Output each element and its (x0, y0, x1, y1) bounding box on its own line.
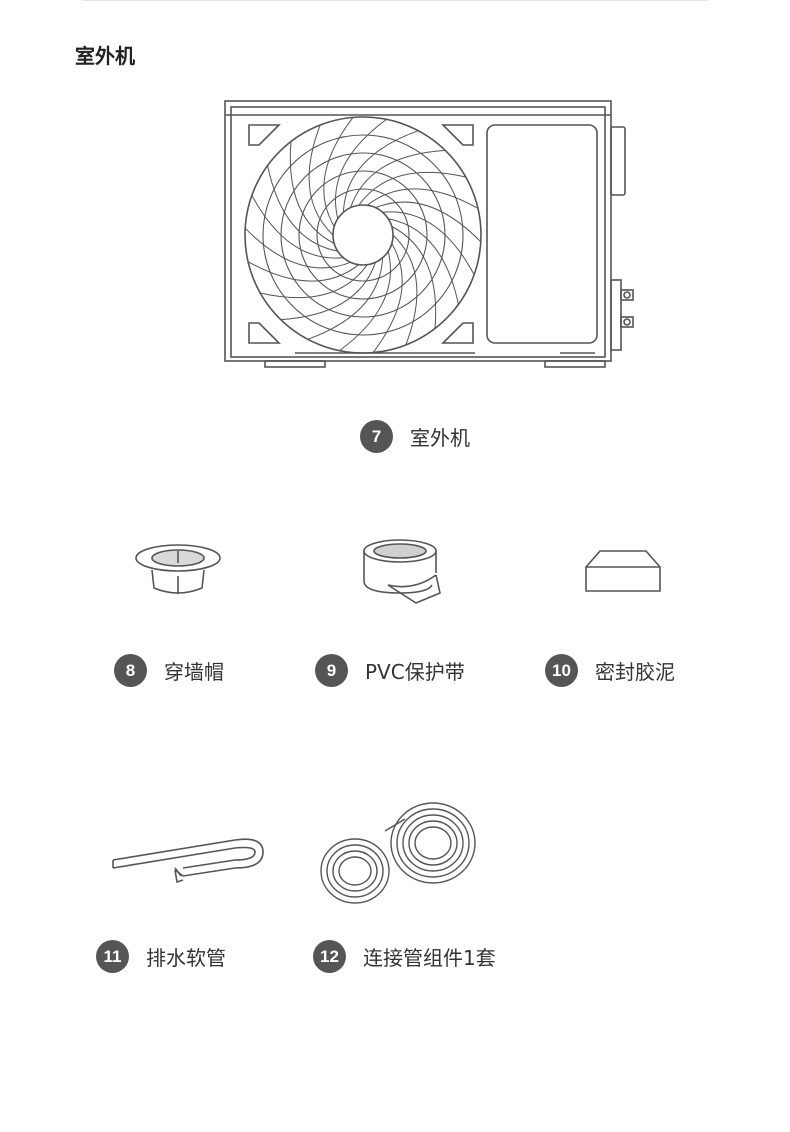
fan-spoke (388, 218, 459, 305)
number-badge: 8 (114, 654, 147, 687)
item-caption-9: 9 PVC保护带 (315, 654, 465, 687)
item-label: 室外机 (410, 426, 470, 450)
number-badge: 9 (315, 654, 348, 687)
number-badge: 11 (96, 940, 129, 973)
number-badge: 10 (545, 654, 578, 687)
connection-pipe-illustration (320, 802, 476, 904)
fan-spoke (391, 226, 437, 329)
fan-spoke (307, 257, 384, 340)
item-label: 穿墙帽 (164, 660, 224, 684)
item-caption-10: 10 密封胶泥 (545, 654, 675, 687)
fan-spoke (260, 264, 368, 299)
item-label: 连接管组件1套 (363, 946, 496, 970)
fan-spoke (247, 261, 360, 282)
fan-spoke (342, 130, 419, 213)
fan-spoke (308, 124, 334, 236)
outdoor-unit-illustration (224, 100, 634, 368)
fan-spoke (382, 211, 475, 275)
fan-spoke (280, 262, 376, 321)
item-label: 密封胶泥 (595, 660, 675, 684)
item-label: PVC保护带 (365, 660, 465, 684)
fan-spoke (350, 149, 446, 208)
item-caption-12: 12 连接管组件1套 (313, 940, 496, 973)
fan-spoke (267, 165, 338, 252)
fan-spoke (392, 234, 418, 346)
item-label: 排水软管 (146, 946, 226, 970)
item-caption-7: 7 室外机 (360, 420, 470, 453)
number-badge: 12 (313, 940, 346, 973)
section-title: 室外机 (75, 44, 135, 68)
sealing-putty-illustration (585, 550, 661, 592)
pvc-tape-illustration (363, 539, 441, 604)
item-caption-8: 8 穿墙帽 (114, 654, 224, 687)
wall-cap-illustration (135, 544, 221, 594)
fan-spoke (323, 117, 354, 227)
drain-hose-illustration (112, 838, 264, 884)
fan-spoke (244, 227, 351, 269)
fan-spoke (251, 195, 344, 259)
fan-spoke (335, 118, 387, 219)
fan-spoke (358, 171, 466, 206)
fan-spoke (375, 201, 482, 243)
fan-spoke (372, 243, 403, 353)
number-badge: 7 (360, 420, 393, 453)
fan-spoke (366, 188, 479, 209)
fan-spoke (339, 251, 391, 352)
fan-spoke (289, 141, 335, 244)
top-divider (82, 0, 708, 1)
item-caption-11: 11 排水软管 (96, 940, 226, 973)
